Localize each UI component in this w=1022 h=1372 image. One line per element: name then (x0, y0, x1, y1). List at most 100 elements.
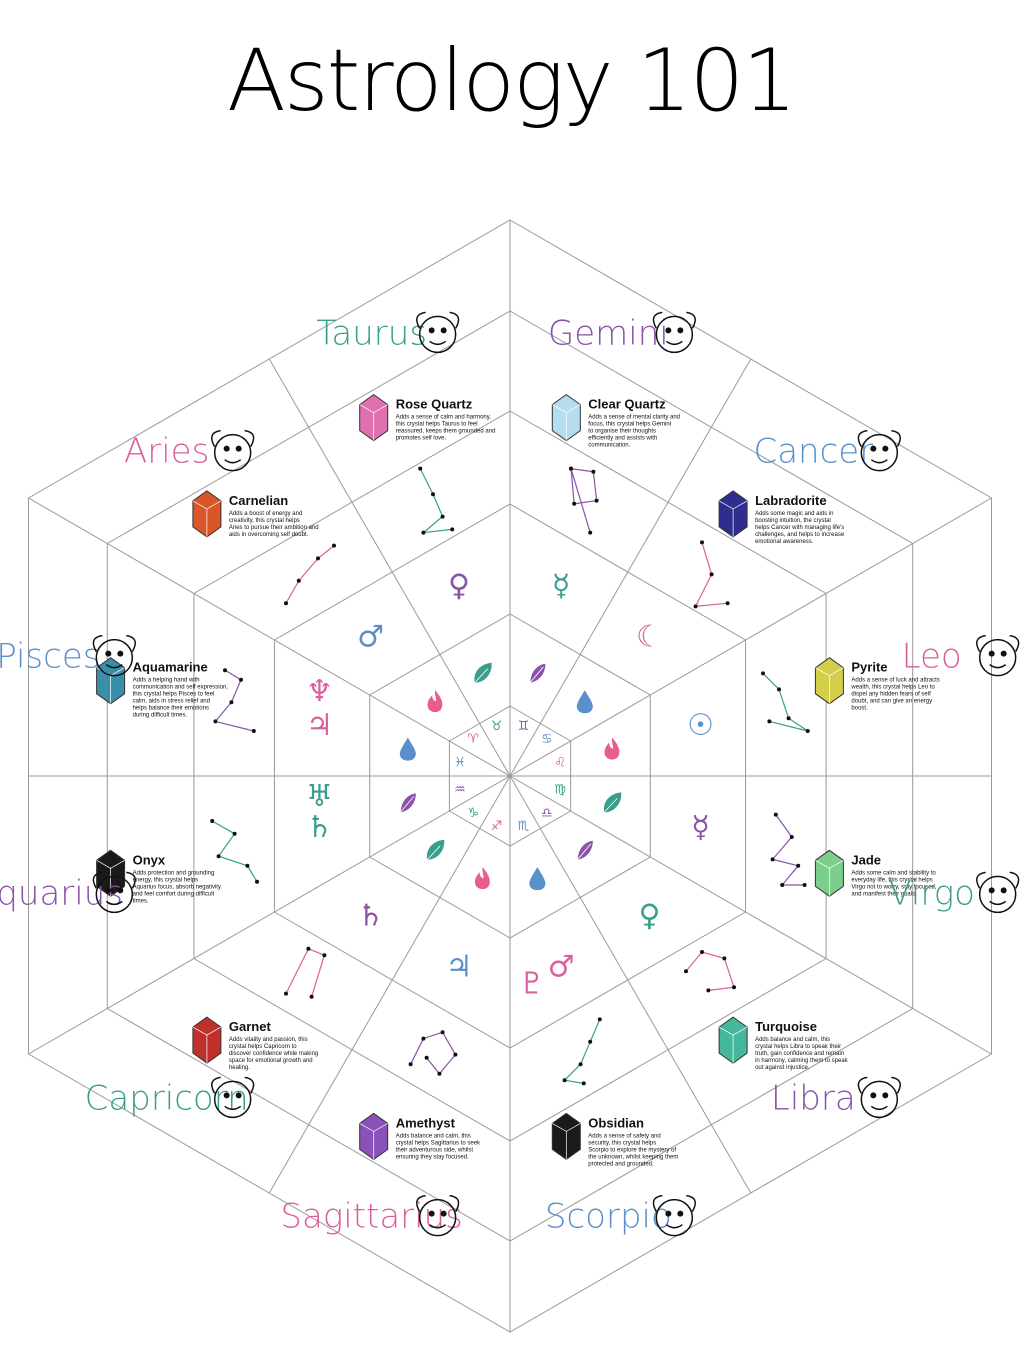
gem-icon (359, 1112, 389, 1161)
drop-icon (576, 690, 593, 714)
sign-name: Leo (902, 637, 962, 677)
constellation-sagittarius (408, 1030, 458, 1076)
spoke (509, 775, 992, 1055)
spoke (28, 497, 511, 777)
sign-name: Virgo (888, 873, 975, 913)
constellation-scorpio (562, 1017, 602, 1086)
sign-capricorn: Capricorn (85, 1076, 255, 1118)
zodiac-glyph: ♋ (541, 732, 553, 747)
zodiac-glyph: ♍ (554, 782, 566, 797)
maiden-icon (976, 871, 1020, 914)
planet-symbol: ♂ (548, 950, 575, 985)
spoke (268, 775, 511, 1194)
zodiac-glyph-ring: ♈♉♊♋♌♍♎♏♐♑♒♓ (454, 719, 566, 834)
spoke (509, 497, 992, 777)
drop-icon (529, 867, 546, 891)
planet-symbol: ♄ (306, 810, 333, 845)
crystal-name: Amethyst (396, 1115, 456, 1130)
flame-icon (427, 690, 443, 713)
spoke (509, 358, 752, 777)
sign-cancer: Cancer (753, 429, 901, 472)
sign-leo: Leo (902, 634, 1020, 677)
crystal-name: Rose Quartz (396, 397, 473, 412)
gem-icon (96, 657, 126, 705)
constellation-aries (283, 543, 336, 606)
archer-icon (416, 1194, 460, 1237)
page-title: Astrology 101 (227, 31, 797, 131)
planet-symbol: ☿ (691, 810, 709, 845)
planet-symbol: ♃ (445, 950, 472, 985)
crystal-name: Pyrite (851, 660, 887, 675)
zodiac-glyph: ♉ (491, 719, 503, 734)
crystal-name: Aquamarine (133, 660, 208, 675)
gem-icon (718, 1016, 748, 1064)
lion-icon (976, 634, 1020, 677)
constellation-libra (684, 950, 737, 993)
zodiac-glyph: ♊ (518, 719, 530, 734)
zodiac-glyph: ♎ (541, 806, 553, 821)
fish-icon (92, 634, 136, 677)
wheel-grid (27, 219, 993, 1333)
sign-name: Cancer (753, 432, 873, 472)
zodiac-glyph: ♓ (454, 756, 466, 771)
constellation-virgo (770, 812, 807, 887)
crystal-name: Turquoise (755, 1019, 817, 1034)
constellation-gemini (568, 466, 599, 535)
crystal-name: Labradorite (755, 493, 827, 508)
sign-aquarius: Aquarius (0, 871, 136, 914)
feather-icon (398, 793, 416, 815)
sign-name: Taurus (316, 313, 427, 353)
planet-symbol: ☉ (687, 708, 714, 743)
constellation-capricorn (283, 946, 327, 999)
planet-symbol: ☾ (636, 620, 663, 655)
zodiac-glyph: ♒ (454, 782, 466, 797)
sign-sagittarius: Sagittarius (280, 1194, 463, 1237)
planet-symbol: ♆ (306, 674, 333, 709)
zodiac-glyph: ♌ (554, 756, 566, 771)
feather-icon (575, 840, 593, 863)
sign-name: Sagittarius (280, 1197, 462, 1237)
constellation-aquarius (210, 818, 260, 884)
water-bearer-icon (92, 871, 136, 914)
sign-gemini: Gemini (548, 311, 696, 353)
planet-symbol: ♃ (306, 708, 333, 743)
constellation-leo (760, 671, 810, 734)
gem-icon (551, 1112, 581, 1161)
zodiac-glyph: ♑ (467, 806, 479, 821)
leaf-icon (603, 792, 622, 813)
crystal-description: Adds a sense of calm and harmony,this cr… (396, 415, 496, 442)
ram-icon (211, 429, 255, 472)
scales-icon (857, 1076, 901, 1119)
planet-symbol: ♇ (518, 966, 545, 1001)
leaf-icon (474, 662, 492, 684)
planet-symbol: ♀ (638, 898, 660, 933)
gem-icon (359, 393, 389, 442)
sign-name: Pisces (0, 637, 100, 677)
constellations-ring (210, 466, 810, 1086)
spoke (268, 358, 511, 777)
flame-icon (604, 737, 620, 760)
scorpion-icon (652, 1194, 696, 1237)
